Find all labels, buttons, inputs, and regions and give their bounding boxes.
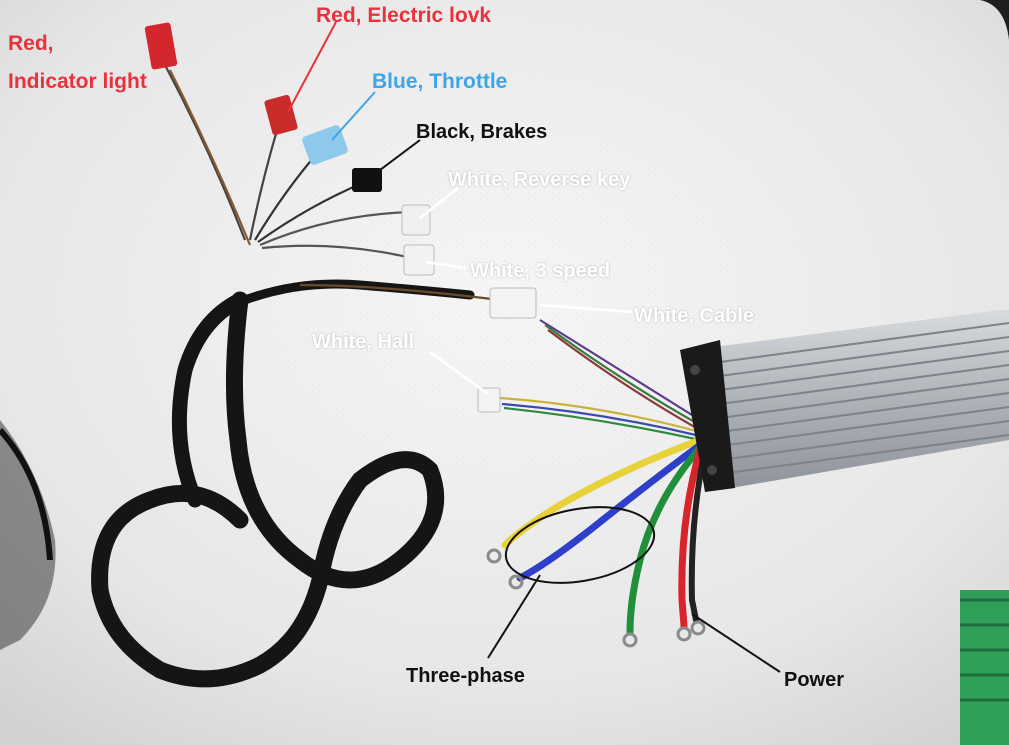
label-cable: White, Cable (634, 305, 755, 327)
label-indicator-light-1: Red, (8, 32, 54, 55)
green-board-corner (960, 590, 1009, 745)
label-reverse-key: White, Reverse key (448, 169, 631, 191)
connectors (144, 22, 537, 413)
signal-wires (164, 64, 701, 442)
phase-and-power-wires (501, 436, 708, 636)
label-hall: White, Hall (312, 331, 415, 353)
ring-terminals (486, 548, 706, 648)
label-throttle: Blue, Throttle (372, 70, 508, 93)
label-indicator-light-2: Indicator light (8, 70, 147, 93)
annotation-lines (287, 21, 781, 673)
label-3-speed: White, 3 speed (470, 260, 611, 282)
bldc-controller-icon (680, 310, 1009, 492)
label-brakes: Black, Brakes (416, 121, 548, 143)
label-three-phase: Three-phase (406, 665, 525, 687)
label-power: Power (784, 669, 845, 691)
label-electric-lock: Red, Electric lovk (316, 4, 492, 27)
